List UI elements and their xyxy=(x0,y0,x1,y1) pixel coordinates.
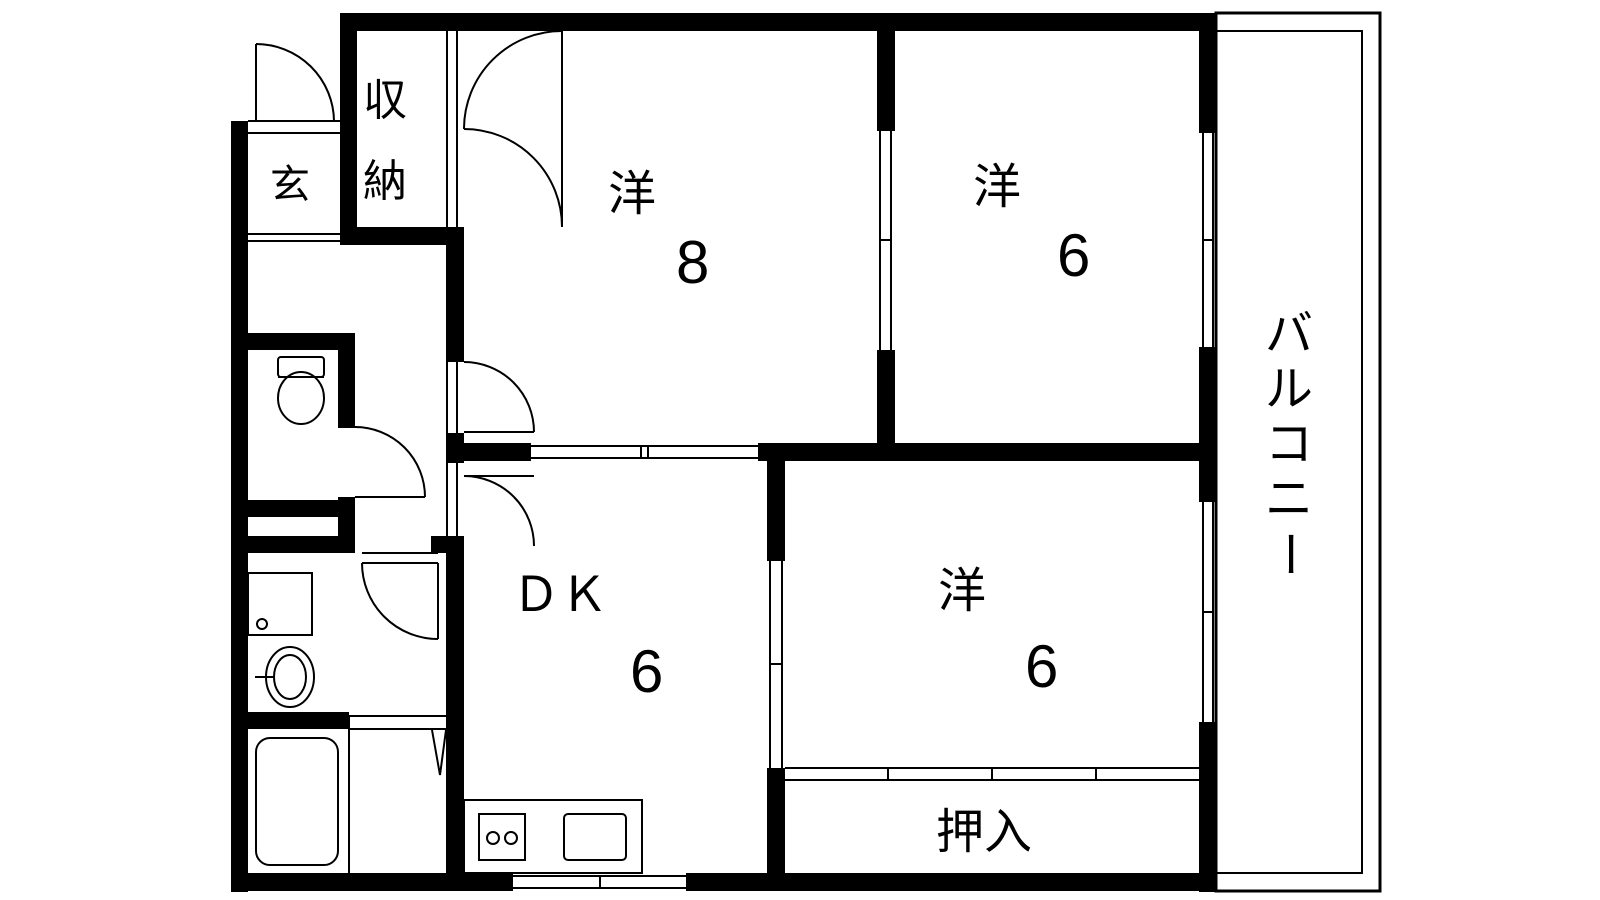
room-western-6-upper-size: 6 xyxy=(1057,222,1090,289)
closet-label: 押入 xyxy=(936,804,1032,860)
balcony-label: バ ル コ ニ ー xyxy=(1261,306,1317,578)
entrance-label: 玄 xyxy=(270,162,310,208)
interior-walls xyxy=(231,13,1217,876)
openings xyxy=(248,30,1214,889)
balcony-char: ル xyxy=(1265,361,1313,417)
storage-label-top: 収 xyxy=(363,75,407,126)
room-dk-size: 6 xyxy=(630,638,663,705)
room-western-6-upper-kind: 洋 xyxy=(973,159,1021,215)
balcony-char: バ xyxy=(1265,306,1313,362)
fixtures xyxy=(247,356,643,874)
toilet-icon xyxy=(277,356,325,425)
balcony-char: ー xyxy=(1261,530,1317,578)
bathtub-icon xyxy=(255,737,339,866)
room-dk-kind: ＤＫ xyxy=(512,567,608,623)
kitchen-counter-icon xyxy=(463,799,643,874)
room-western-8-kind: 洋 xyxy=(608,166,656,222)
storage-label-bottom: 納 xyxy=(363,156,407,207)
room-western-6-lower-kind: 洋 xyxy=(938,563,986,619)
room-western-8-size: 8 xyxy=(676,229,709,296)
washbasin-icon xyxy=(247,572,315,708)
balcony-char: コ xyxy=(1265,416,1313,472)
room-western-6-lower-size: 6 xyxy=(1025,633,1058,700)
balcony-char: ニ xyxy=(1265,471,1313,527)
